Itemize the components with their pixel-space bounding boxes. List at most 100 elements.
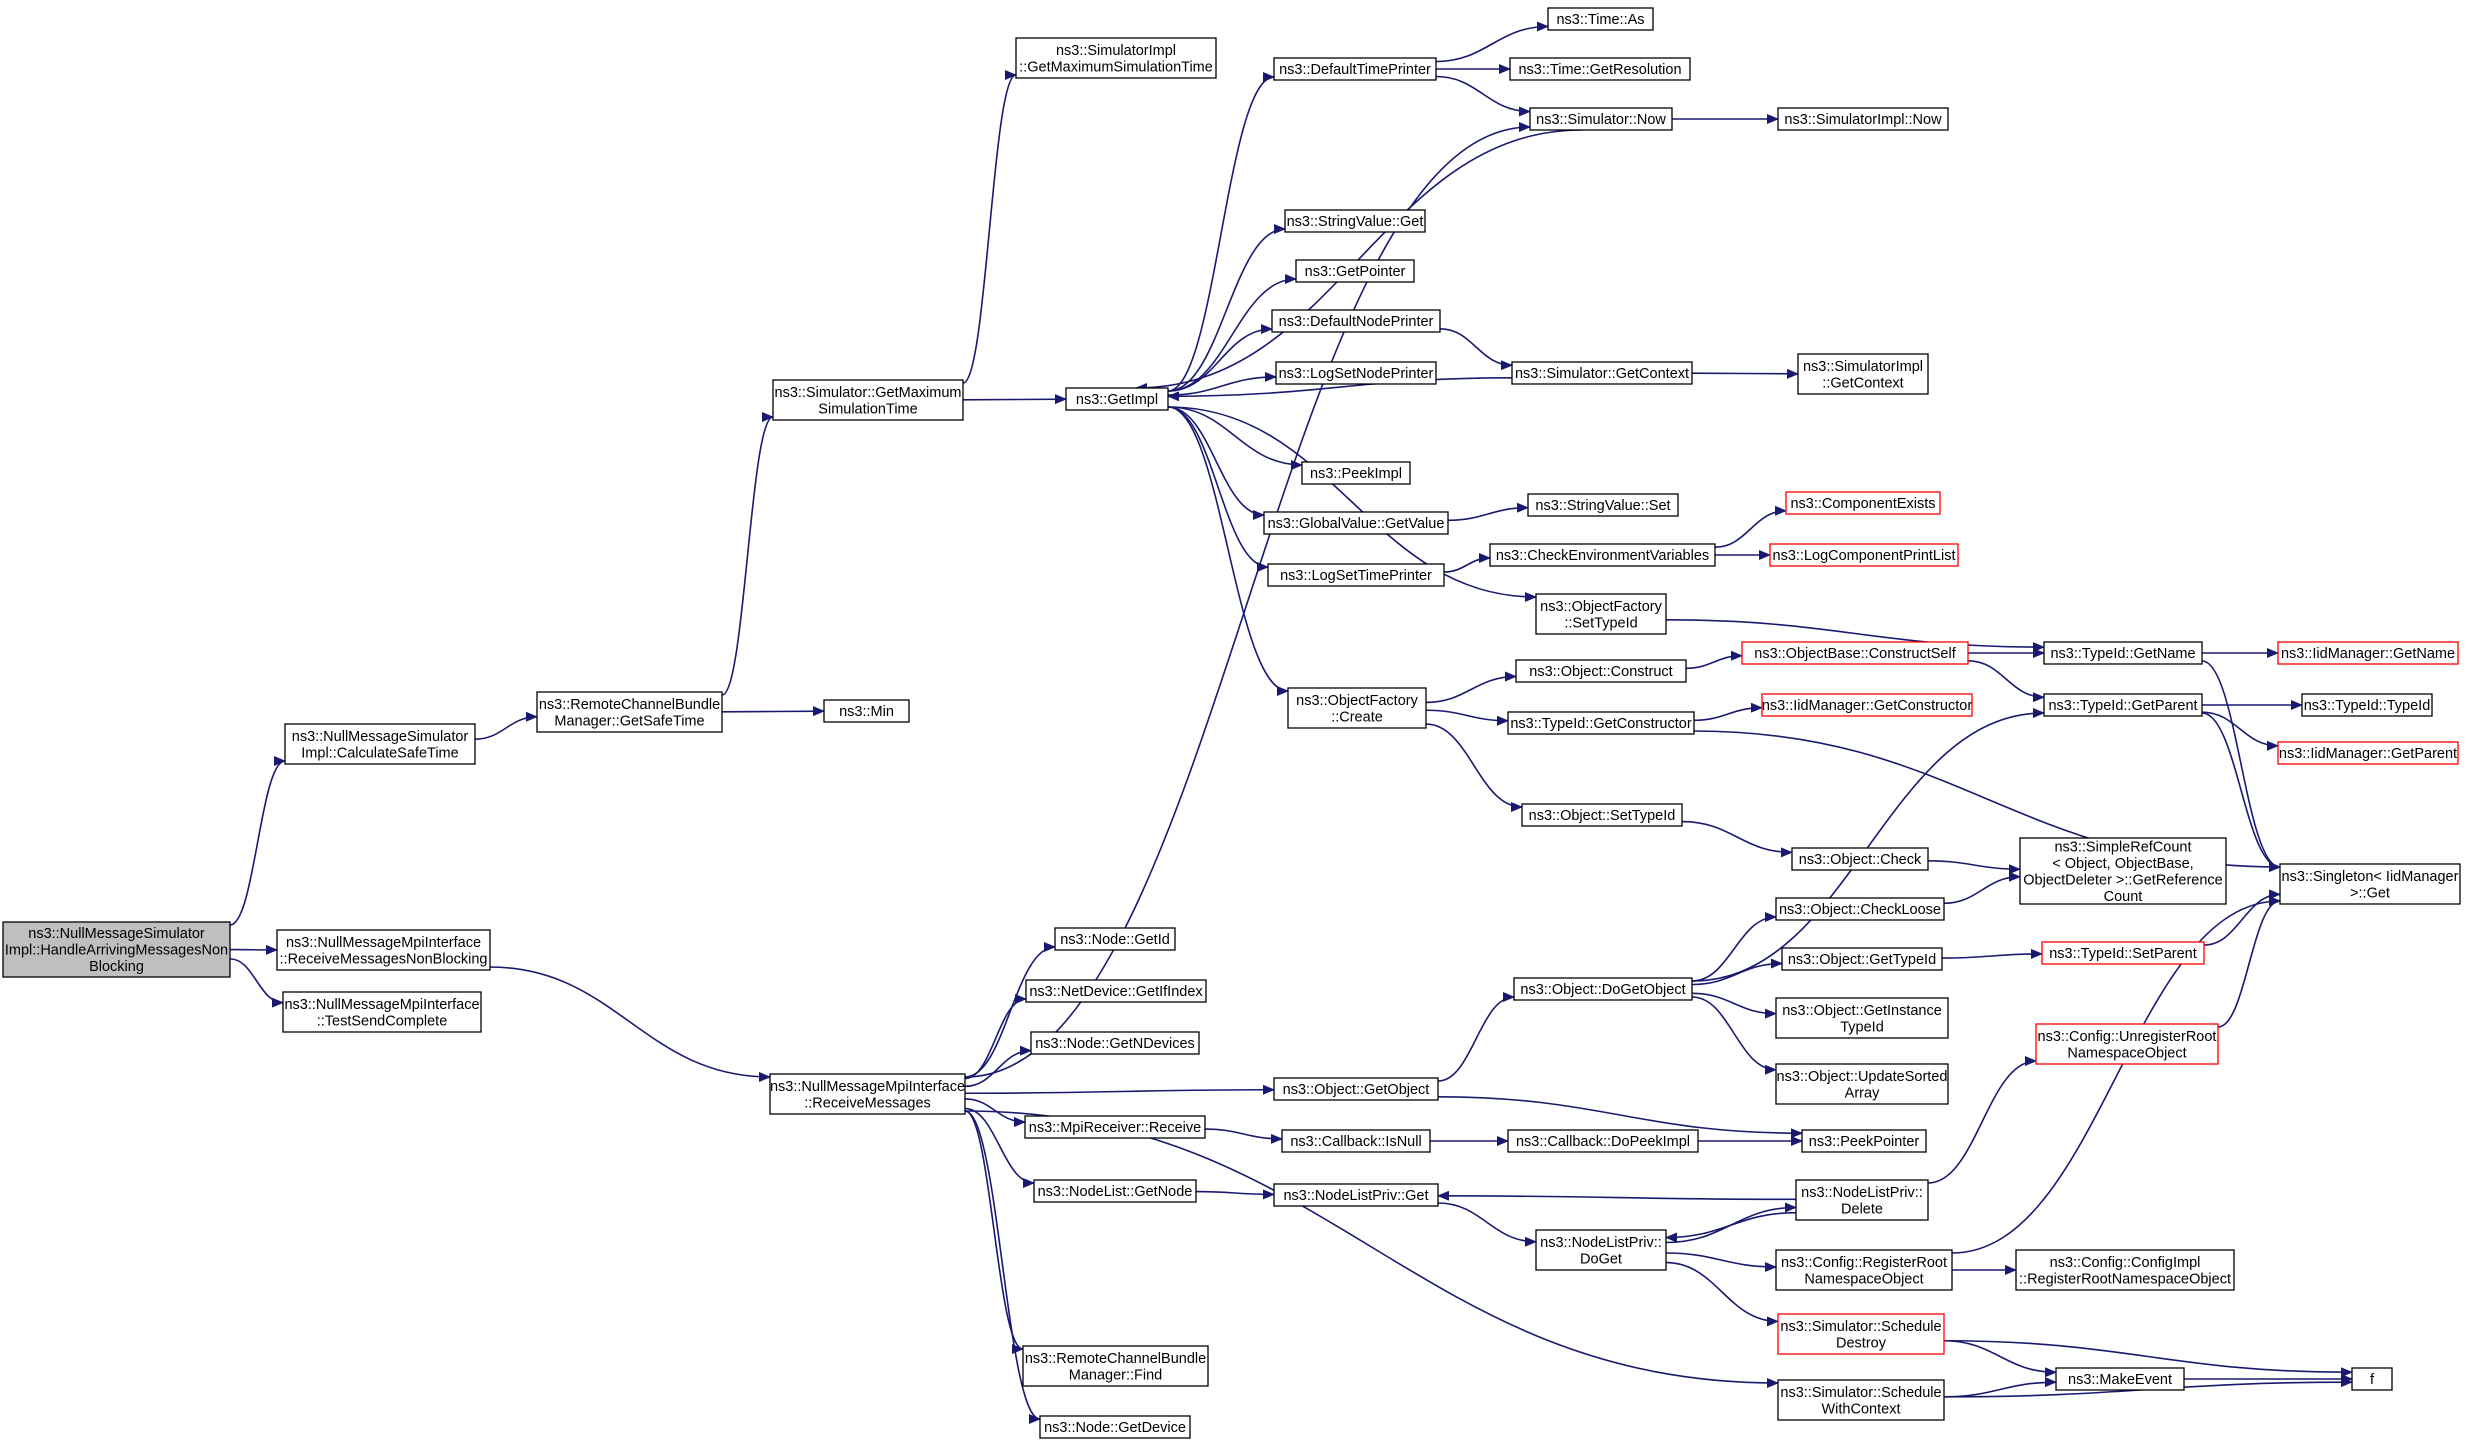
node-cfg-unregroot[interactable]: ns3::Config::UnregisterRootNamespaceObje…	[2035, 1023, 2219, 1065]
node-compexists[interactable]: ns3::ComponentExists	[1785, 491, 1941, 515]
node-nlp-doget[interactable]: ns3::NodeListPriv::DoGet	[1535, 1229, 1667, 1271]
node-of-settypeid[interactable]: ns3::ObjectFactory::SetTypeId	[1535, 593, 1667, 635]
node-sv-get[interactable]: ns3::StringValue::Get	[1284, 209, 1426, 233]
node-root[interactable]: ns3::NullMessageSimulatorImpl::HandleArr…	[2, 921, 231, 978]
node-simimpl-gmst[interactable]: ns3::SimulatorImpl::GetMaximumSimulation…	[1015, 37, 1217, 79]
node-f[interactable]: f	[2351, 1367, 2393, 1391]
node-logcpl[interactable]: ns3::LogComponentPrintList	[1769, 543, 1959, 567]
node-sim-gmst[interactable]: ns3::Simulator::GetMaximumSimulationTime	[772, 379, 964, 421]
node-iid-getctor[interactable]: ns3::IidManager::GetConstructor	[1761, 693, 1973, 717]
node-time-getres[interactable]: ns3::Time::GetResolution	[1509, 57, 1691, 81]
node-cfg-regroot[interactable]: ns3::Config::RegisterRootNamespaceObject	[1775, 1249, 1953, 1291]
node-nlp-delete[interactable]: ns3::NodeListPriv::Delete	[1795, 1179, 1929, 1221]
edge-objbase-cs-to-tid-getparent	[1967, 660, 2045, 703]
node-obj-construct[interactable]: ns3::Object::Construct	[1515, 659, 1687, 683]
node-mpirecv[interactable]: ns3::MpiReceiver::Receive	[1024, 1115, 1206, 1139]
node-cb-dopeekimpl[interactable]: ns3::Callback::DoPeekImpl	[1507, 1129, 1699, 1153]
node-box	[1295, 259, 1415, 283]
node-label: ns3::TypeId::GetName	[2050, 646, 2195, 662]
node-rcbm-gst[interactable]: ns3::RemoteChannelBundleManager::GetSafe…	[536, 691, 723, 733]
node-tid-setparent[interactable]: ns3::TypeId::SetParent	[2041, 941, 2205, 965]
node-label: SimulationTime	[818, 401, 917, 417]
node-label: ns3::Simulator::Schedule	[1780, 1319, 1941, 1335]
node-label: ns3::Time::As	[1556, 12, 1644, 28]
node-dnp[interactable]: ns3::DefaultNodePrinter	[1271, 309, 1441, 333]
node-iid-getname[interactable]: ns3::IidManager::GetName	[2277, 641, 2459, 665]
node-node-getdev[interactable]: ns3::Node::GetDevice	[1039, 1415, 1191, 1439]
node-label: TypeId	[1840, 1019, 1884, 1035]
edge-tid-getctor-to-iid-getctor	[1693, 702, 1763, 722]
node-tsc[interactable]: ns3::NullMessageMpiInterface::TestSendCo…	[282, 991, 482, 1033]
node-singleton-get[interactable]: ns3::Singleton< IidManager>::Get	[2279, 863, 2461, 905]
edge-tid-getname-to-singleton-get	[2201, 660, 2281, 872]
node-label: ns3::NetDevice::GetIfIndex	[1029, 984, 1203, 1000]
node-obj-dogetobject[interactable]: ns3::Object::DoGetObject	[1513, 977, 1693, 1001]
edge-sim-getctx-to-simimpl-getctx	[1691, 368, 1799, 379]
node-getimpl[interactable]: ns3::GetImpl	[1065, 387, 1169, 411]
node-calc[interactable]: ns3::NullMessageSimulatorImpl::Calculate…	[284, 723, 476, 765]
node-cev[interactable]: ns3::CheckEnvironmentVariables	[1489, 543, 1716, 567]
node-label: ns3::Object::SetTypeId	[1529, 808, 1676, 824]
node-box	[823, 699, 910, 723]
node-label: ns3::DefaultNodePrinter	[1279, 314, 1434, 330]
node-label: ::GetMaximumSimulationTime	[1019, 59, 1213, 75]
node-nlp-get[interactable]: ns3::NodeListPriv::Get	[1273, 1183, 1439, 1207]
node-rmnb[interactable]: ns3::NullMessageMpiInterface::ReceiveMes…	[276, 929, 491, 971]
node-sim-now[interactable]: ns3::Simulator::Now	[1529, 107, 1673, 131]
node-cb-isnull[interactable]: ns3::Callback::IsNull	[1281, 1129, 1431, 1153]
node-peekimpl[interactable]: ns3::PeekImpl	[1301, 461, 1411, 485]
node-box	[536, 691, 723, 733]
node-peekpointer[interactable]: ns3::PeekPointer	[1801, 1129, 1927, 1153]
node-obj-check[interactable]: ns3::Object::Check	[1791, 847, 1929, 871]
node-makeevent[interactable]: ns3::MakeEvent	[2055, 1367, 2185, 1391]
node-simimpl-getctx[interactable]: ns3::SimulatorImpl::GetContext	[1797, 353, 1929, 395]
node-label: ns3::PeekImpl	[1310, 466, 1402, 482]
node-lsnp[interactable]: ns3::LogSetNodePrinter	[1275, 361, 1437, 385]
node-iid-getparent[interactable]: ns3::IidManager::GetParent	[2277, 741, 2459, 765]
node-lstp[interactable]: ns3::LogSetTimePrinter	[1267, 563, 1445, 587]
node-box	[2041, 941, 2205, 965]
node-of-create[interactable]: ns3::ObjectFactory::Create	[1287, 687, 1427, 729]
node-label: ns3::SimulatorImpl::Now	[1784, 112, 1942, 128]
node-nd-getifindex[interactable]: ns3::NetDevice::GetIfIndex	[1025, 979, 1207, 1003]
node-tid-typeid[interactable]: ns3::TypeId::TypeId	[2301, 693, 2433, 717]
node-box	[1797, 353, 1929, 395]
node-label: Array	[1845, 1085, 1880, 1101]
node-src-getrefcount[interactable]: ns3::SimpleRefCount< Object, ObjectBase,…	[2019, 837, 2227, 905]
node-dtp[interactable]: ns3::DefaultTimePrinter	[1273, 57, 1437, 81]
node-tid-getname[interactable]: ns3::TypeId::GetName	[2043, 641, 2203, 665]
node-rm[interactable]: ns3::NullMessageMpiInterface::ReceiveMes…	[769, 1073, 966, 1115]
node-tid-getparent[interactable]: ns3::TypeId::GetParent	[2043, 693, 2203, 717]
node-cfgimpl-regroot[interactable]: ns3::Config::ConfigImpl::RegisterRootNam…	[2015, 1249, 2235, 1291]
node-gv-getvalue[interactable]: ns3::GlobalValue::GetValue	[1263, 511, 1449, 535]
edge-getimpl-to-dtp	[1167, 72, 1275, 392]
node-objbase-cs[interactable]: ns3::ObjectBase::ConstructSelf	[1741, 641, 1969, 665]
edge-obj-dogetobject-to-obj-updsorted	[1691, 996, 1777, 1075]
node-min[interactable]: ns3::Min	[823, 699, 910, 723]
node-getpointer[interactable]: ns3::GetPointer	[1295, 259, 1415, 283]
node-box	[2351, 1367, 2393, 1391]
node-simimpl-now[interactable]: ns3::SimulatorImpl::Now	[1777, 107, 1949, 131]
node-obj-settypeid[interactable]: ns3::Object::SetTypeId	[1521, 803, 1683, 827]
node-label: ns3::Object::GetObject	[1283, 1082, 1430, 1098]
edge-rm-to-node-getndev	[964, 1045, 1032, 1088]
node-time-as[interactable]: ns3::Time::As	[1547, 7, 1654, 31]
edge-rcbm-gst-to-min	[721, 706, 825, 717]
node-obj-gettypeid[interactable]: ns3::Object::GetTypeId	[1781, 947, 1943, 971]
node-node-getid[interactable]: ns3::Node::GetId	[1054, 927, 1176, 951]
node-sv-set[interactable]: ns3::StringValue::Set	[1527, 493, 1679, 517]
node-tid-getctor[interactable]: ns3::TypeId::GetConstructor	[1507, 711, 1695, 735]
node-nl-getnode[interactable]: ns3::NodeList::GetNode	[1033, 1179, 1197, 1203]
node-node-getndev[interactable]: ns3::Node::GetNDevices	[1030, 1031, 1200, 1055]
node-label: ObjectDeleter >::GetReference	[2023, 872, 2222, 888]
node-obj-checkloose[interactable]: ns3::Object::CheckLoose	[1775, 897, 1945, 921]
node-obj-getobject[interactable]: ns3::Object::GetObject	[1273, 1077, 1439, 1101]
node-sim-getctx[interactable]: ns3::Simulator::GetContext	[1511, 361, 1693, 385]
node-box	[2043, 693, 2203, 717]
node-box	[1273, 1183, 1439, 1207]
